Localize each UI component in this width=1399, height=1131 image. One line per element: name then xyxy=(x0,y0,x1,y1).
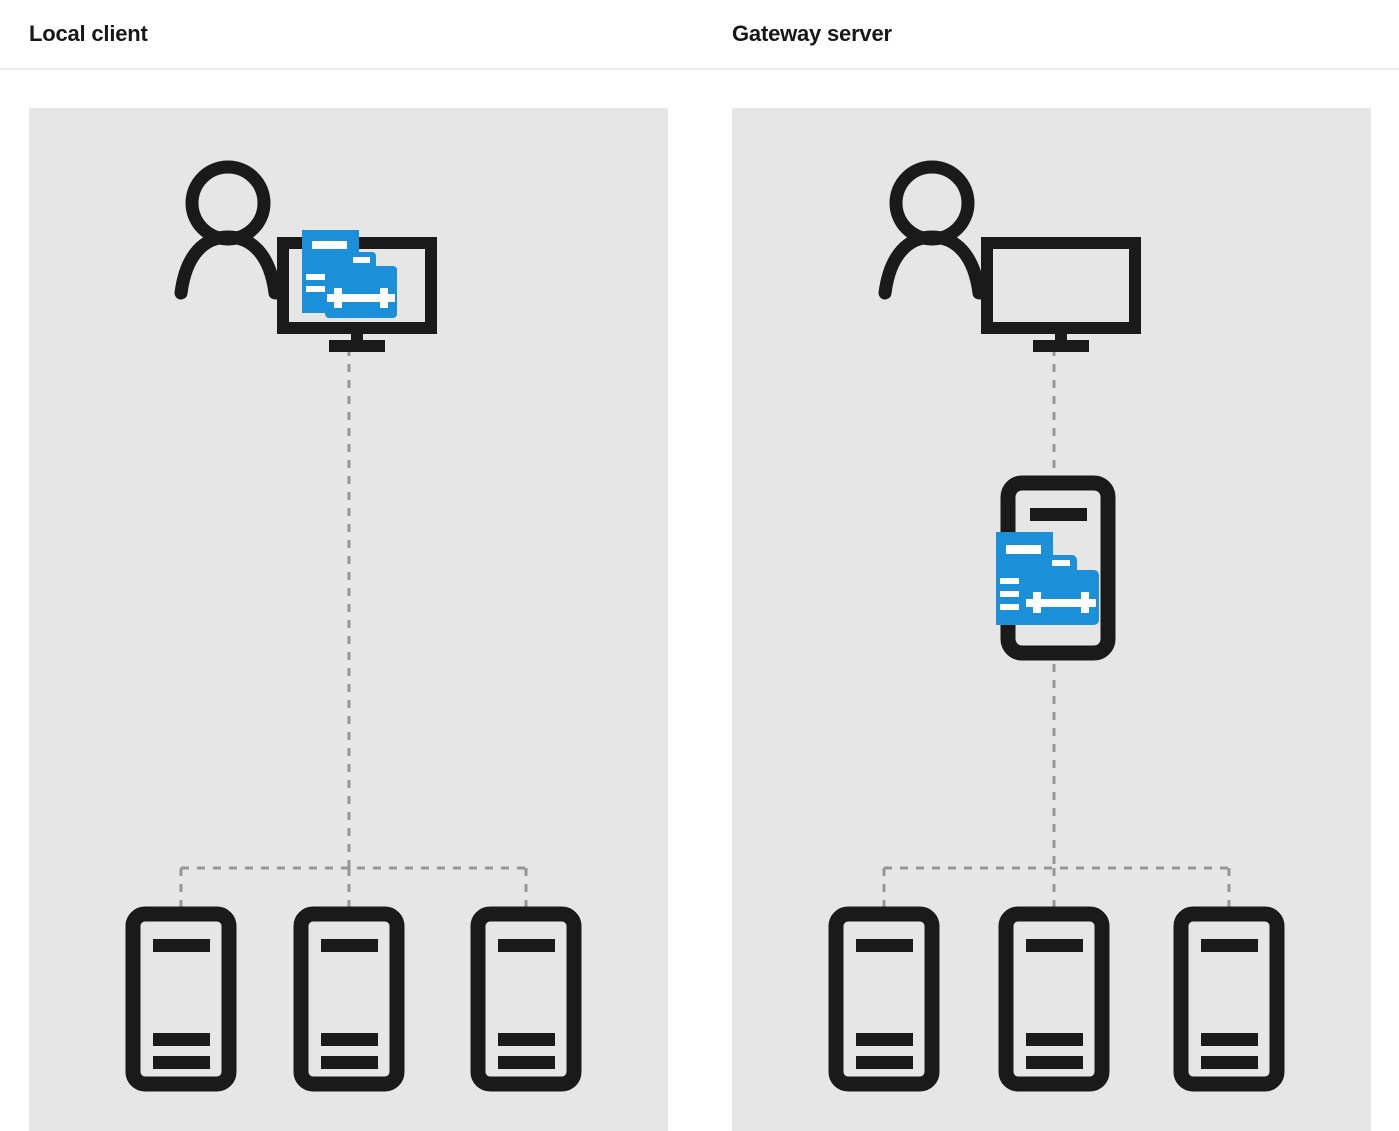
connector-workstation-to-servers xyxy=(179,348,528,914)
connector-gateway-to-servers xyxy=(882,648,1231,914)
local-client-diagram xyxy=(125,160,582,1092)
server-rack-icon xyxy=(293,906,405,1092)
person-with-monitor-icon xyxy=(878,160,1141,352)
tool-server-slot-icon xyxy=(312,241,347,249)
toolbox-body-icon xyxy=(1023,570,1099,625)
server-rack-group xyxy=(125,906,582,1092)
toolbox-body-icon xyxy=(325,266,397,318)
server-rack-icon xyxy=(125,906,237,1092)
server-with-toolbox-icon xyxy=(996,532,1099,625)
toolbox-handle-hole-icon xyxy=(353,257,370,263)
column-headers: Local client Gateway server xyxy=(0,0,1399,69)
server-rack-group xyxy=(828,906,1285,1092)
tool-server-line2-icon xyxy=(1000,591,1019,597)
monitor-screen-icon xyxy=(981,237,1141,334)
column-header-local-client: Local client xyxy=(29,21,148,46)
server-rack-icon xyxy=(828,906,940,1092)
column-header-gateway-server: Gateway server xyxy=(732,21,892,46)
toolbox-wrench-icon xyxy=(327,288,395,308)
person-head-icon xyxy=(889,160,975,246)
person-body-icon xyxy=(174,230,282,300)
panel-local-client xyxy=(29,108,668,1131)
server-with-toolbox-icon xyxy=(302,230,397,318)
server-rack-icon xyxy=(1173,906,1285,1092)
tool-server-line1-icon xyxy=(306,274,325,280)
person-head-icon xyxy=(185,160,271,246)
panel-gateway-server xyxy=(732,108,1371,1131)
toolbox-wrench-icon xyxy=(1026,592,1096,613)
tool-server-slot-icon xyxy=(1006,545,1041,554)
tool-server-line3-icon xyxy=(1000,604,1019,610)
tool-server-line1-icon xyxy=(1000,578,1019,584)
tool-server-line2-icon xyxy=(306,286,325,292)
server-rack-icon xyxy=(998,906,1110,1092)
toolbox-handle-hole-icon xyxy=(1052,560,1070,566)
person-body-icon xyxy=(878,230,986,300)
header-divider xyxy=(0,68,1399,70)
server-rack-icon xyxy=(470,906,582,1092)
gateway-server-diagram xyxy=(828,160,1285,1092)
